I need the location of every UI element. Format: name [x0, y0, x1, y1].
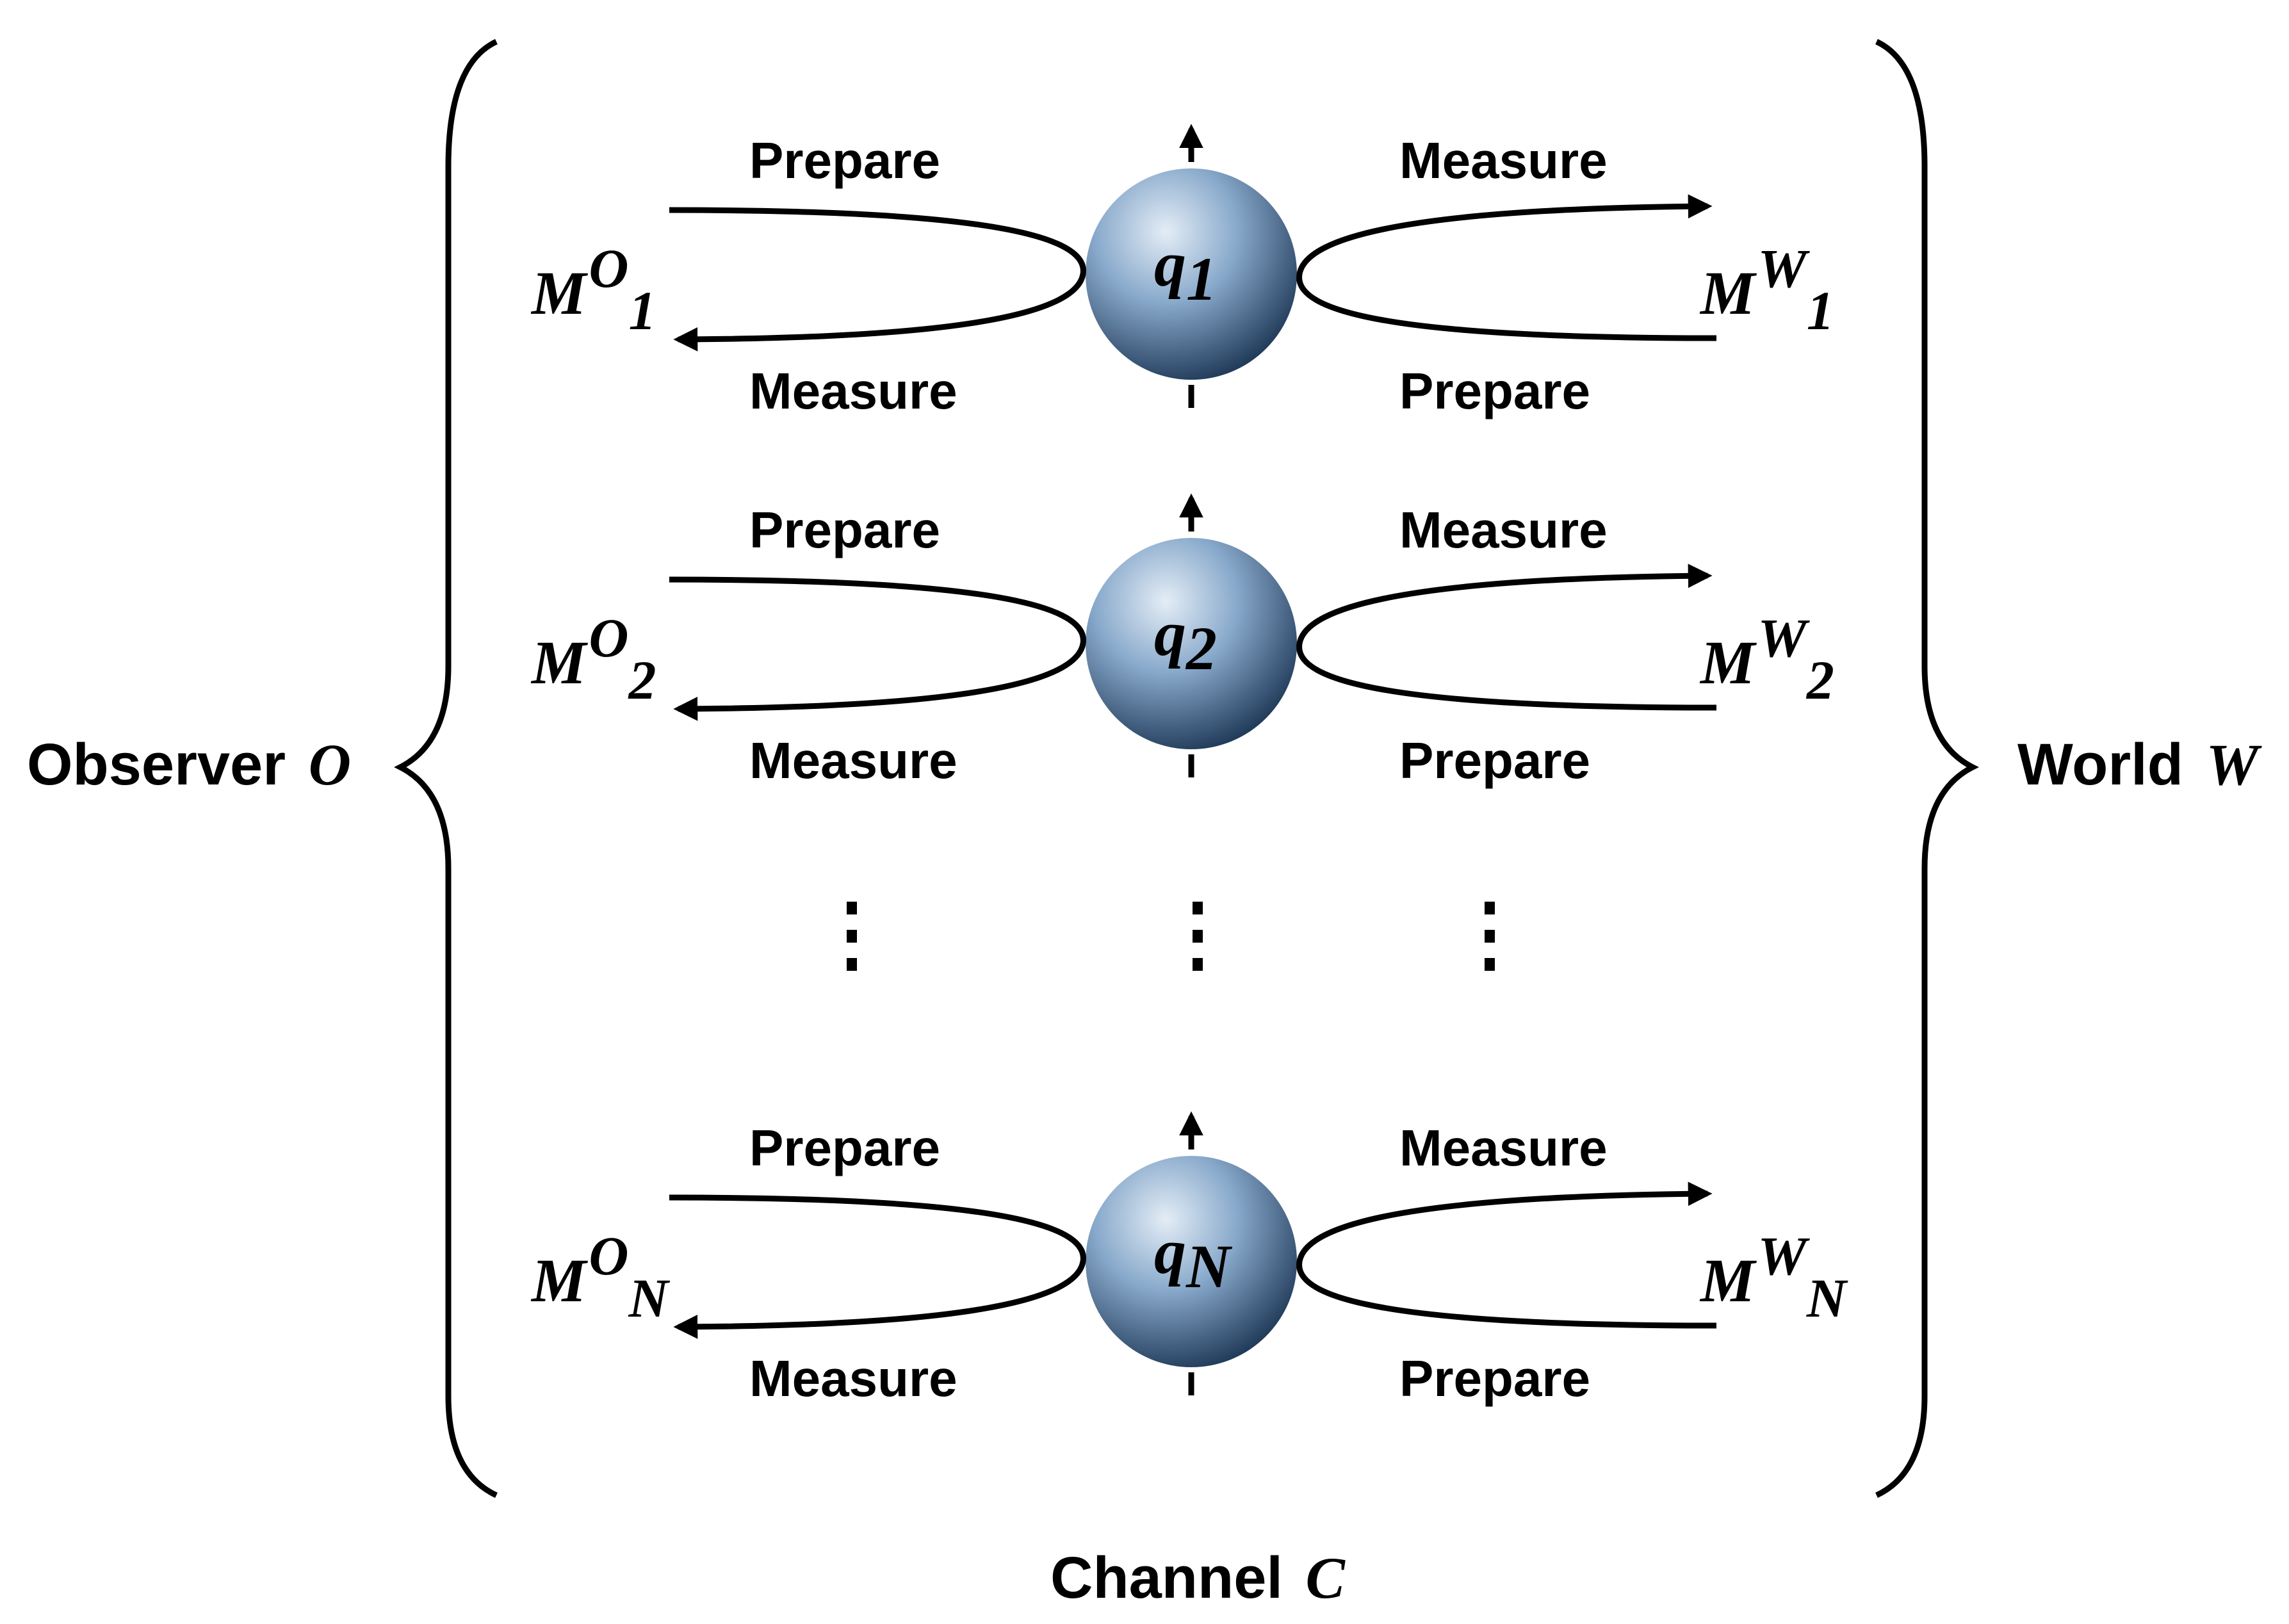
observer-loop-arrow: [669, 576, 1086, 721]
qubit-sphere: [1086, 538, 1297, 749]
world-label: World W: [2017, 732, 2263, 797]
world-loop-arrow: [1296, 564, 1717, 711]
qubit-label: q2: [1154, 598, 1217, 683]
world-brace: [1875, 38, 1979, 1498]
observer-loop-arrow: [669, 1194, 1086, 1339]
world-top-label: Measure: [1399, 132, 1608, 189]
world-loop-arrow: [1296, 194, 1717, 341]
ellipsis-left: [847, 902, 857, 971]
observer-top-label: Prepare: [749, 1119, 940, 1176]
observer-bottom-label: Measure: [749, 362, 957, 419]
world-memory-label: MW1: [1699, 238, 1834, 341]
world-bottom-label: Prepare: [1399, 732, 1590, 789]
world-bottom-label: Prepare: [1399, 362, 1590, 419]
qubit-label: q1: [1154, 229, 1217, 313]
qubit-sphere: [1086, 1156, 1297, 1367]
observer-bottom-label: Measure: [749, 1350, 957, 1407]
qubit-label: qN: [1154, 1216, 1233, 1301]
world-bottom-label: Prepare: [1399, 1350, 1590, 1407]
world-memory-label: MWN: [1699, 1225, 1848, 1329]
channel-label: Channel C: [1050, 1545, 1346, 1611]
observer-brace: [394, 38, 498, 1498]
world-loop-arrow: [1296, 1181, 1717, 1329]
ellipsis-right: [1485, 902, 1495, 971]
observer-top-label: Prepare: [749, 132, 940, 189]
observer-label: Observer O: [27, 732, 351, 797]
world-top-label: Measure: [1399, 501, 1608, 558]
world-top-label: Measure: [1399, 1119, 1608, 1176]
world-memory-label: MW2: [1699, 607, 1834, 711]
observer-memory-label: MO1: [530, 238, 656, 341]
observer-top-label: Prepare: [749, 501, 940, 558]
qubit-sphere: [1086, 168, 1297, 380]
observer-bottom-label: Measure: [749, 732, 957, 789]
observer-loop-arrow: [669, 207, 1086, 352]
observer-memory-label: MON: [530, 1225, 670, 1329]
ellipsis-center: [1193, 902, 1203, 971]
observer-memory-label: MO2: [530, 607, 656, 711]
